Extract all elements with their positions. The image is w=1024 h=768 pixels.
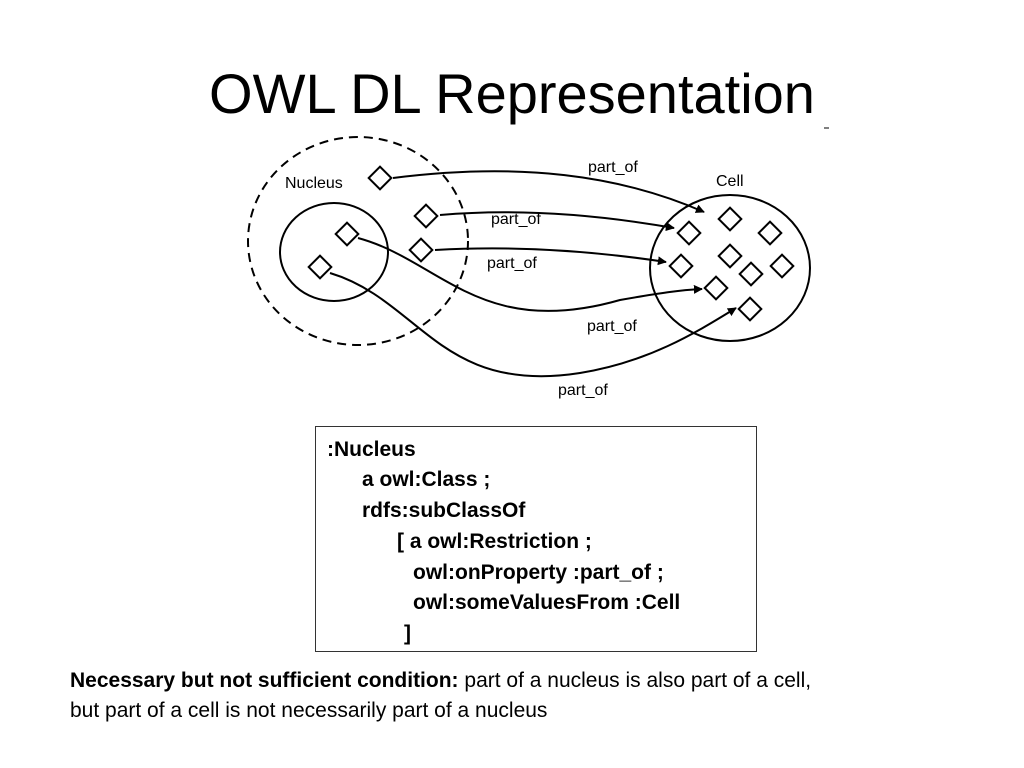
arrow-part-of-4 [357,237,703,312]
code-line-5: owl:onProperty :part_of ; [413,561,664,584]
nucleus-superset-dashed [247,136,469,346]
edge-label-3: part_of [487,255,537,272]
edge-label-2: part_of [491,211,541,228]
nucleus-set [279,202,389,302]
arrow-part-of-2 [439,211,675,232]
instance-diamond [676,220,702,246]
instance-diamond [769,253,795,279]
code-line-2: a owl:Class ; [362,468,491,491]
edge-label-5: part_of [558,382,608,399]
edge-label-4: part_of [587,318,637,335]
instance-diamond [413,203,439,229]
code-line-1: :Nucleus [327,438,416,461]
instance-diamond [717,243,743,269]
code-line-6: owl:someValuesFrom :Cell [413,591,681,614]
instance-diamond [307,254,333,280]
instance-diamond [737,296,763,322]
cell-label: Cell [716,173,744,190]
instance-diamond [703,275,729,301]
condition-note-bold: Necessary but not sufficient condition: [70,669,459,692]
code-line-3: rdfs:subClassOf [362,499,526,522]
arrow-part-of-3 [434,247,667,266]
instance-diamond [757,220,783,246]
condition-note: Necessary but not sufficient condition: … [70,666,1000,726]
nucleus-label: Nucleus [285,175,343,192]
instance-diamond [668,253,694,279]
instance-diamond [408,237,434,263]
condition-note-line2: but part of a cell is not necessarily pa… [70,699,548,722]
instance-diamond [334,221,360,247]
code-line-4: [ a owl:Restriction ; [397,530,592,553]
code-line-7: ] [404,622,411,645]
instance-diamond [367,165,393,191]
instance-diamond [738,261,764,287]
cell-set [649,194,811,342]
arrow-part-of-1 [392,170,705,213]
edge-label-1: part_of [588,159,638,176]
slide-title: OWL DL Representation [209,61,815,125]
condition-note-line1: part of a nucleus is also part of a cell… [464,669,812,692]
owl-code-box: :Nucleus a owl:Class ; rdfs:subClassOf [… [315,426,757,652]
arrow-part-of-5 [329,272,737,378]
instance-diamond [717,206,743,232]
part-of-diagram: Nucleus Cell part_of part_of part_of par… [247,127,829,399]
